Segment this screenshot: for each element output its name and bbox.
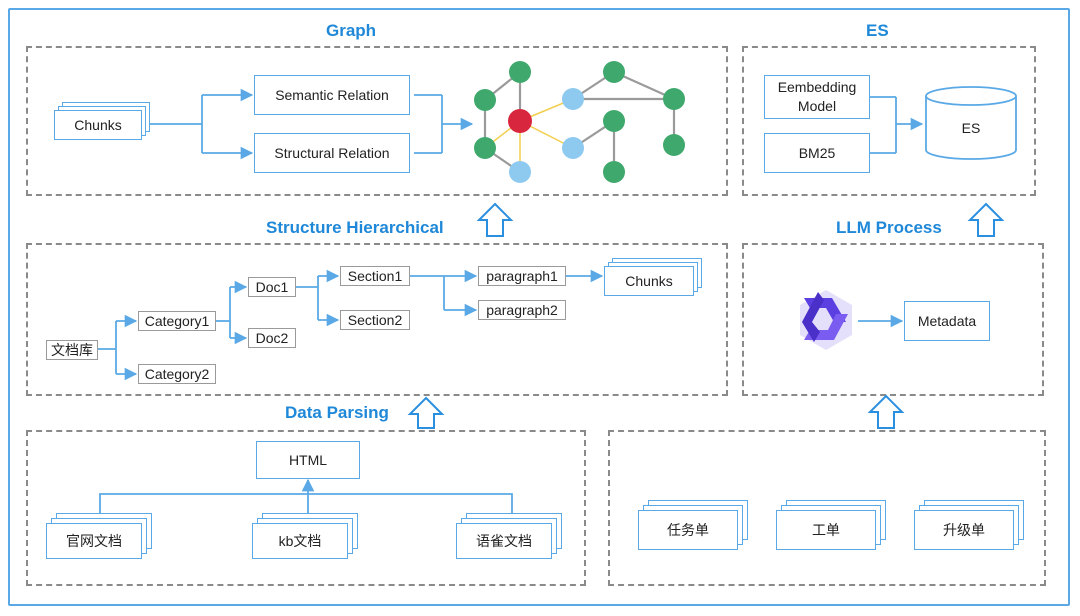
graph-node xyxy=(562,88,584,110)
graph-node xyxy=(509,61,531,83)
graph-title: Graph xyxy=(326,21,377,40)
es-group xyxy=(742,46,1036,196)
upgrade-ticket-label: 升级单 xyxy=(914,510,1014,550)
bm25-box: BM25 xyxy=(764,133,870,173)
official-docs-label: 官网文档 xyxy=(46,523,142,559)
html-box: HTML xyxy=(256,441,360,479)
llm-group xyxy=(742,243,1044,396)
structure-group xyxy=(26,243,728,396)
graph-node xyxy=(474,89,496,111)
graph-group xyxy=(26,46,728,196)
doc1-node: Doc1 xyxy=(248,277,296,297)
kb-docs-label: kb文档 xyxy=(252,523,348,559)
es-database-icon xyxy=(925,86,1017,160)
task-ticket-stack: 任务单 xyxy=(638,500,750,550)
graph-node xyxy=(474,137,496,159)
graph-node xyxy=(509,161,531,183)
tickets-group xyxy=(608,430,1046,586)
diagram-frame xyxy=(8,8,1070,606)
structural-relation-box: Structural Relation xyxy=(254,133,410,173)
semantic-relation-box: Semantic Relation xyxy=(254,75,410,115)
work-ticket-stack: 工单 xyxy=(776,500,888,550)
graph-node-center xyxy=(508,109,532,133)
upgrade-ticket-stack: 升级单 xyxy=(914,500,1026,550)
graph-node xyxy=(663,88,685,110)
section2-node: Section2 xyxy=(340,310,410,330)
structure-title: Structure Hierarchical xyxy=(266,218,444,237)
yuque-docs-label: 语雀文档 xyxy=(456,523,552,559)
knowledge-graph-illustration xyxy=(474,61,685,183)
category1-node: Category1 xyxy=(138,311,216,331)
section1-node: Section1 xyxy=(340,266,410,286)
metadata-box: Metadata xyxy=(904,301,990,341)
work-ticket-label: 工单 xyxy=(776,510,876,550)
graph-node xyxy=(603,61,625,83)
es-database-label: ES xyxy=(961,120,981,136)
parsing-group xyxy=(26,430,586,586)
chunks-label: Chunks xyxy=(54,110,142,140)
chunks-stack-graph: Chunks xyxy=(54,102,152,142)
llm-title: LLM Process xyxy=(836,218,942,237)
es-title: ES xyxy=(866,21,889,40)
chunks-stack-structure: Chunks xyxy=(604,258,706,298)
kb-docs-stack: kb文档 xyxy=(252,513,360,559)
category2-node: Category2 xyxy=(138,364,216,384)
embedding-model-box: Eembedding Model xyxy=(764,75,870,119)
paragraph2-node: paragraph2 xyxy=(478,300,566,320)
llm-logo-icon xyxy=(800,290,852,350)
yuque-docs-stack: 语雀文档 xyxy=(456,513,566,559)
graph-node xyxy=(603,110,625,132)
task-ticket-label: 任务单 xyxy=(638,510,738,550)
official-docs-stack: 官网文档 xyxy=(46,513,154,559)
graph-node xyxy=(603,161,625,183)
graph-node xyxy=(663,134,685,156)
paragraph1-node: paragraph1 xyxy=(478,266,566,286)
graph-node xyxy=(562,137,584,159)
parsing-title: Data Parsing xyxy=(285,403,389,422)
doc-library-node: 文档库 xyxy=(46,340,98,360)
chunks-structure-label: Chunks xyxy=(604,266,694,296)
doc2-node: Doc2 xyxy=(248,328,296,348)
